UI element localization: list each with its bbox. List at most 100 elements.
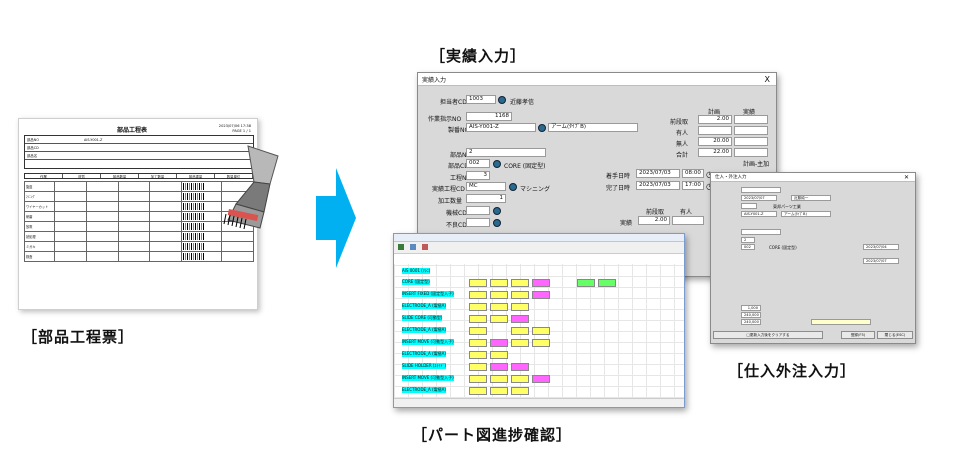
chart-row-label[interactable]: ELECTRODE_A (電極A) — [402, 351, 446, 357]
process-node[interactable] — [469, 339, 487, 347]
start-date-field[interactable]: 2023/07/03 — [636, 169, 680, 178]
start-time-field[interactable]: 08:00 — [682, 169, 704, 178]
close-icon[interactable]: ✕ — [903, 173, 909, 181]
barcode-scanner-icon — [223, 145, 279, 230]
arrival-date-field[interactable]: 2023/07/07 — [863, 258, 899, 264]
clock-icon[interactable]: ◷ — [706, 182, 713, 191]
search-icon[interactable] — [493, 219, 501, 227]
staff-field[interactable]: 近藤純一 — [791, 195, 831, 201]
clock-icon[interactable]: ◷ — [706, 170, 713, 179]
process-node[interactable] — [469, 387, 487, 395]
process-node[interactable] — [511, 363, 529, 371]
product-no-field[interactable]: AIS-Y001-Z — [741, 211, 777, 217]
actual-setup-field[interactable]: 2.00 — [638, 216, 670, 225]
process-no-field[interactable]: 3 — [466, 171, 490, 180]
process-node[interactable] — [598, 279, 616, 287]
chart-row-label[interactable]: AIS 0001 (ﾏｼﾆ) — [402, 268, 431, 274]
process-node[interactable] — [490, 351, 508, 359]
work-no-field[interactable]: 1168 — [466, 112, 512, 121]
chart-row-label[interactable]: SLIDE CORE (可動型) — [402, 315, 443, 321]
process-node[interactable] — [511, 387, 529, 395]
process-node[interactable] — [490, 303, 508, 311]
process-node[interactable] — [511, 315, 529, 323]
process-node[interactable] — [577, 279, 595, 287]
machine-field[interactable] — [466, 206, 490, 215]
status-bar — [394, 398, 684, 407]
chart-row-label[interactable]: ELECTRODE_A (電極A) — [402, 387, 446, 393]
chart-row-label[interactable]: ELECTRODE_A (電極A) — [402, 327, 446, 333]
chart-row-label[interactable]: INSERT MOVE (可動型入子) — [402, 339, 454, 345]
process-no-label: 工程NO — [450, 175, 472, 182]
process-node[interactable] — [469, 291, 487, 299]
close-button[interactable]: X — [764, 74, 770, 84]
search-icon[interactable] — [498, 96, 506, 104]
unmanned-actual-field[interactable] — [734, 137, 768, 146]
search-icon[interactable] — [538, 124, 546, 132]
process-node[interactable] — [469, 315, 487, 323]
process-node[interactable] — [490, 363, 508, 371]
process-node[interactable] — [511, 375, 529, 383]
chart-row-label[interactable]: INSERT MOVE (可動型入子) — [402, 375, 454, 381]
process-node[interactable] — [532, 375, 550, 383]
process-node[interactable] — [511, 339, 529, 347]
process-node[interactable] — [490, 375, 508, 383]
process-cd-field[interactable]: MC — [466, 182, 506, 191]
process-node[interactable] — [511, 303, 529, 311]
process-node[interactable] — [532, 339, 550, 347]
search-icon[interactable] — [493, 160, 501, 168]
process-node[interactable] — [490, 387, 508, 395]
memo-field[interactable] — [811, 319, 871, 325]
part-cd-field[interactable]: 002 — [741, 244, 755, 250]
chart-row-label[interactable]: SLIDE HOLDER (ｽﾗｲﾄﾞ) — [402, 363, 446, 369]
process-node[interactable] — [469, 303, 487, 311]
staff-actual-field[interactable] — [734, 126, 768, 135]
close-button[interactable]: 閉じる(ESC) — [877, 331, 913, 339]
process-node[interactable] — [490, 291, 508, 299]
order-date-field[interactable]: 2023/07/04 — [863, 244, 899, 250]
product-no-field[interactable]: AIS-Y001-Z — [466, 123, 536, 132]
process-node[interactable] — [469, 351, 487, 359]
process-node[interactable] — [490, 315, 508, 323]
worker-cd-field[interactable]: 1003 — [466, 95, 496, 104]
price-field[interactable]: 240,000 — [741, 312, 761, 318]
chart-row-label[interactable]: INSERT FIXED (固定型入子) — [402, 291, 454, 297]
process-node[interactable] — [490, 339, 508, 347]
process-node[interactable] — [532, 327, 550, 335]
sheet-col-header: 部品数量 — [101, 174, 139, 179]
process-node[interactable] — [469, 327, 487, 335]
toolbar-icon[interactable] — [421, 244, 428, 250]
division-select[interactable] — [741, 187, 781, 193]
register-button[interactable]: 登録(F5) — [841, 331, 875, 339]
process-node[interactable] — [511, 279, 529, 287]
chart-row-label[interactable]: ELECTRODE_A (電極A) — [402, 303, 446, 309]
clear-after-update-checkbox[interactable]: □更新入力後をクリアする — [713, 331, 823, 339]
search-icon[interactable] — [493, 207, 501, 215]
process-name: マシニング — [520, 186, 551, 193]
setup-actual-field[interactable] — [734, 115, 768, 124]
part-no-field[interactable]: 2 — [741, 237, 755, 243]
process-node[interactable] — [490, 279, 508, 287]
sheet-row2-label: 部品CD — [27, 146, 39, 150]
supplier-cd-field[interactable] — [741, 203, 757, 209]
process-node[interactable] — [532, 279, 550, 287]
order-type-select[interactable] — [741, 229, 781, 235]
part-no-field[interactable]: 2 — [466, 148, 546, 157]
process-node[interactable] — [532, 291, 550, 299]
process-node[interactable] — [469, 279, 487, 287]
end-date-field[interactable]: 2023/07/03 — [636, 181, 680, 190]
toolbar-icon[interactable] — [398, 244, 404, 250]
qty-field[interactable]: 1,000 — [741, 305, 761, 311]
end-time-field[interactable]: 17:00 — [682, 181, 704, 190]
chart-row-label[interactable]: CORE (固定型) — [402, 279, 430, 285]
toolbar-icon[interactable] — [409, 244, 416, 250]
process-node[interactable] — [511, 291, 529, 299]
search-icon[interactable] — [509, 183, 517, 191]
defect-field[interactable] — [466, 218, 490, 227]
process-node[interactable] — [469, 363, 487, 371]
qty-field[interactable]: 1 — [466, 194, 506, 203]
process-node[interactable] — [511, 327, 529, 335]
actual-staff-field[interactable] — [672, 216, 704, 225]
date-field[interactable]: 2023/07/07 — [741, 195, 777, 201]
process-node[interactable] — [469, 375, 487, 383]
part-cd-field[interactable]: 002 — [466, 159, 490, 168]
